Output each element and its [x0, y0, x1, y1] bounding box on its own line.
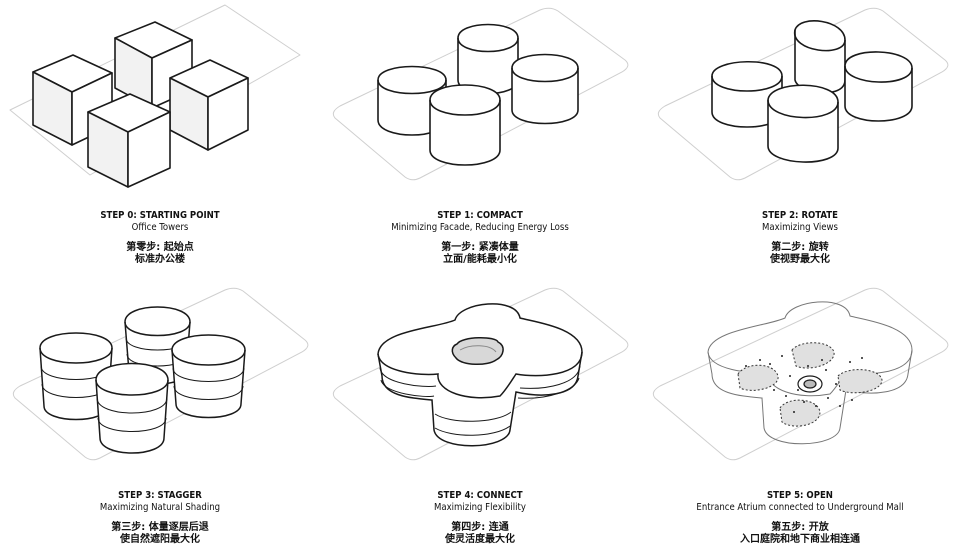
- step-0-cn-line1: 第零步: 起始点: [126, 241, 194, 253]
- step-4-cn-line1: 第四步: 连通: [451, 521, 509, 533]
- step-2-cn-line2: 使视野最大化: [770, 254, 830, 266]
- step-1-title: STEP 1: COMPACT: [437, 210, 523, 221]
- step-3-panel: STEP 3: STAGGER Maximizing Natural Shadi…: [0, 280, 320, 559]
- step-0-cn-line2: 标准办公楼: [135, 254, 185, 266]
- step-4-drawing: [332, 287, 629, 461]
- step-1-cn-line1: 第一步: 紧凑体量: [441, 241, 519, 253]
- step-1-subtitle: Minimizing Facade, Reducing Energy Loss: [391, 221, 569, 233]
- step-2-panel: STEP 2: ROTATE Maximizing Views 第二步: 旋转 …: [640, 0, 960, 279]
- step-5-drawing: [652, 287, 949, 461]
- step-3-drawing: [12, 287, 309, 461]
- step-0-drawing: [9, 4, 301, 188]
- step-5-cn-line1: 第五步: 开放: [771, 521, 829, 533]
- step-4-panel: STEP 4: CONNECT Maximizing Flexibility 第…: [320, 280, 640, 559]
- step-3-cn-line1: 第三步: 体量逐层后退: [111, 521, 209, 533]
- step-0-panel: STEP 0: STARTING POINT Office Towers 第零步…: [0, 0, 320, 279]
- step-1-drawing: [332, 7, 629, 181]
- step-5-subtitle: Entrance Atrium connected to Underground…: [696, 501, 904, 513]
- step-2-cn-line1: 第二步: 旋转: [771, 241, 829, 253]
- step-1-cn-line2: 立面/能耗最小化: [443, 254, 517, 266]
- step-4-title: STEP 4: CONNECT: [437, 490, 523, 501]
- step-2-drawing: [657, 7, 949, 181]
- step-3-subtitle: Maximizing Natural Shading: [99, 501, 221, 513]
- step-5-cn-line2: 入口庭院和地下商业相连通: [740, 534, 860, 546]
- step-3-title: STEP 3: STAGGER: [118, 490, 202, 501]
- step-0-subtitle: Office Towers: [131, 221, 189, 233]
- step-3-cn-line2: 使自然遮阳最大化: [120, 534, 200, 546]
- step-2-title: STEP 2: ROTATE: [762, 210, 838, 221]
- step-2-subtitle: Maximizing Views: [762, 221, 838, 233]
- step-5-title: STEP 5: OPEN: [767, 490, 833, 501]
- step-4-subtitle: Maximizing Flexibility: [434, 501, 526, 513]
- step-1-panel: STEP 1: COMPACT Minimizing Facade, Reduc…: [320, 0, 640, 279]
- step-5-panel: STEP 5: OPEN Entrance Atrium connected t…: [640, 280, 960, 559]
- step-4-cn-line2: 使灵活度最大化: [445, 534, 515, 546]
- step-0-title: STEP 0: STARTING POINT: [100, 210, 220, 221]
